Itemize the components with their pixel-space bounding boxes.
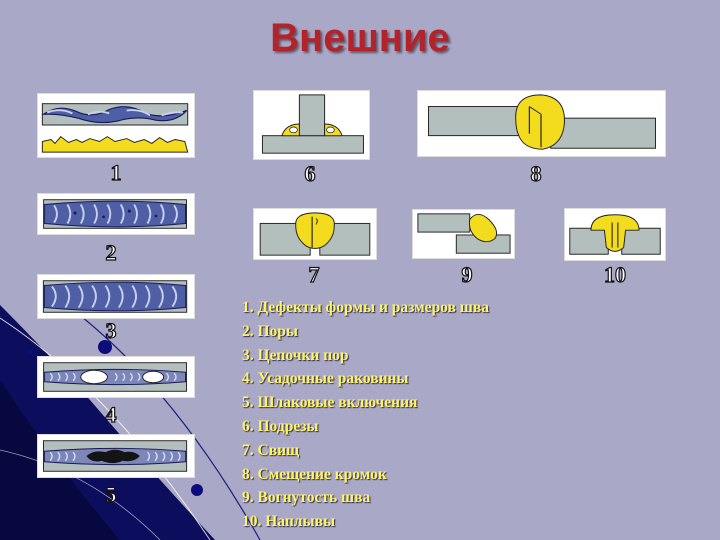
- figure-2-panel: [37, 193, 195, 235]
- figure-4-drawing: [43, 362, 187, 392]
- figure-10-panel: [564, 208, 666, 261]
- legend-item: 5. Шлаковые включения: [242, 394, 418, 412]
- figure-7-panel: [253, 208, 377, 260]
- figure-1-number: 1: [110, 159, 122, 185]
- figure-5-number: 5: [105, 481, 117, 507]
- legend-item: 3. Цепочки пор: [242, 346, 349, 364]
- legend-item: 2. Поры: [242, 322, 299, 340]
- figure-5-drawing: [42, 440, 188, 472]
- figure-2-drawing: [43, 199, 187, 229]
- figure-10-number: 10: [603, 261, 626, 287]
- legend-item: 4. Усадочные раковины: [242, 370, 409, 388]
- figure-8-panel: [417, 90, 666, 157]
- figure-2-number: 2: [105, 239, 117, 265]
- figure-9-drawing: [417, 213, 511, 254]
- figure-9-number: 9: [461, 261, 473, 287]
- figure-3-drawing: [42, 280, 188, 313]
- figure-9-panel: [412, 209, 515, 259]
- legend-item: 1. Дефекты формы и размеров шва: [242, 299, 490, 316]
- figure-8-drawing: [427, 94, 656, 150]
- figure-8-number: 8: [530, 160, 542, 186]
- figure-3-panel: [37, 274, 195, 319]
- figure-10-drawing: [569, 214, 661, 255]
- figure-3-number: 3: [105, 317, 117, 343]
- figure-6-number: 6: [304, 160, 316, 186]
- legend-item: 7. Свищ: [242, 441, 300, 459]
- figure-4-number: 4: [105, 401, 117, 427]
- defects-legend: 1. Дефекты формы и размеров шва 2. Поры …: [242, 296, 489, 534]
- figure-6-drawing: [261, 94, 364, 154]
- legend-item: 9. Вогнутость шва: [242, 489, 371, 507]
- figure-6-panel: [253, 90, 370, 160]
- figure-7-number: 7: [308, 261, 320, 287]
- figure-1-panel: [37, 93, 195, 158]
- figure-4-panel: [37, 356, 195, 398]
- figure-1-drawing: [41, 103, 189, 153]
- legend-item: 6. Подрезы: [242, 417, 319, 435]
- figure-5-panel: [37, 434, 195, 478]
- figure-7-drawing: [259, 212, 371, 256]
- legend-item: 10. Наплывы: [242, 513, 336, 531]
- slide-title: Внешние: [270, 16, 450, 60]
- legend-item: 8. Смещение кромок: [242, 465, 387, 483]
